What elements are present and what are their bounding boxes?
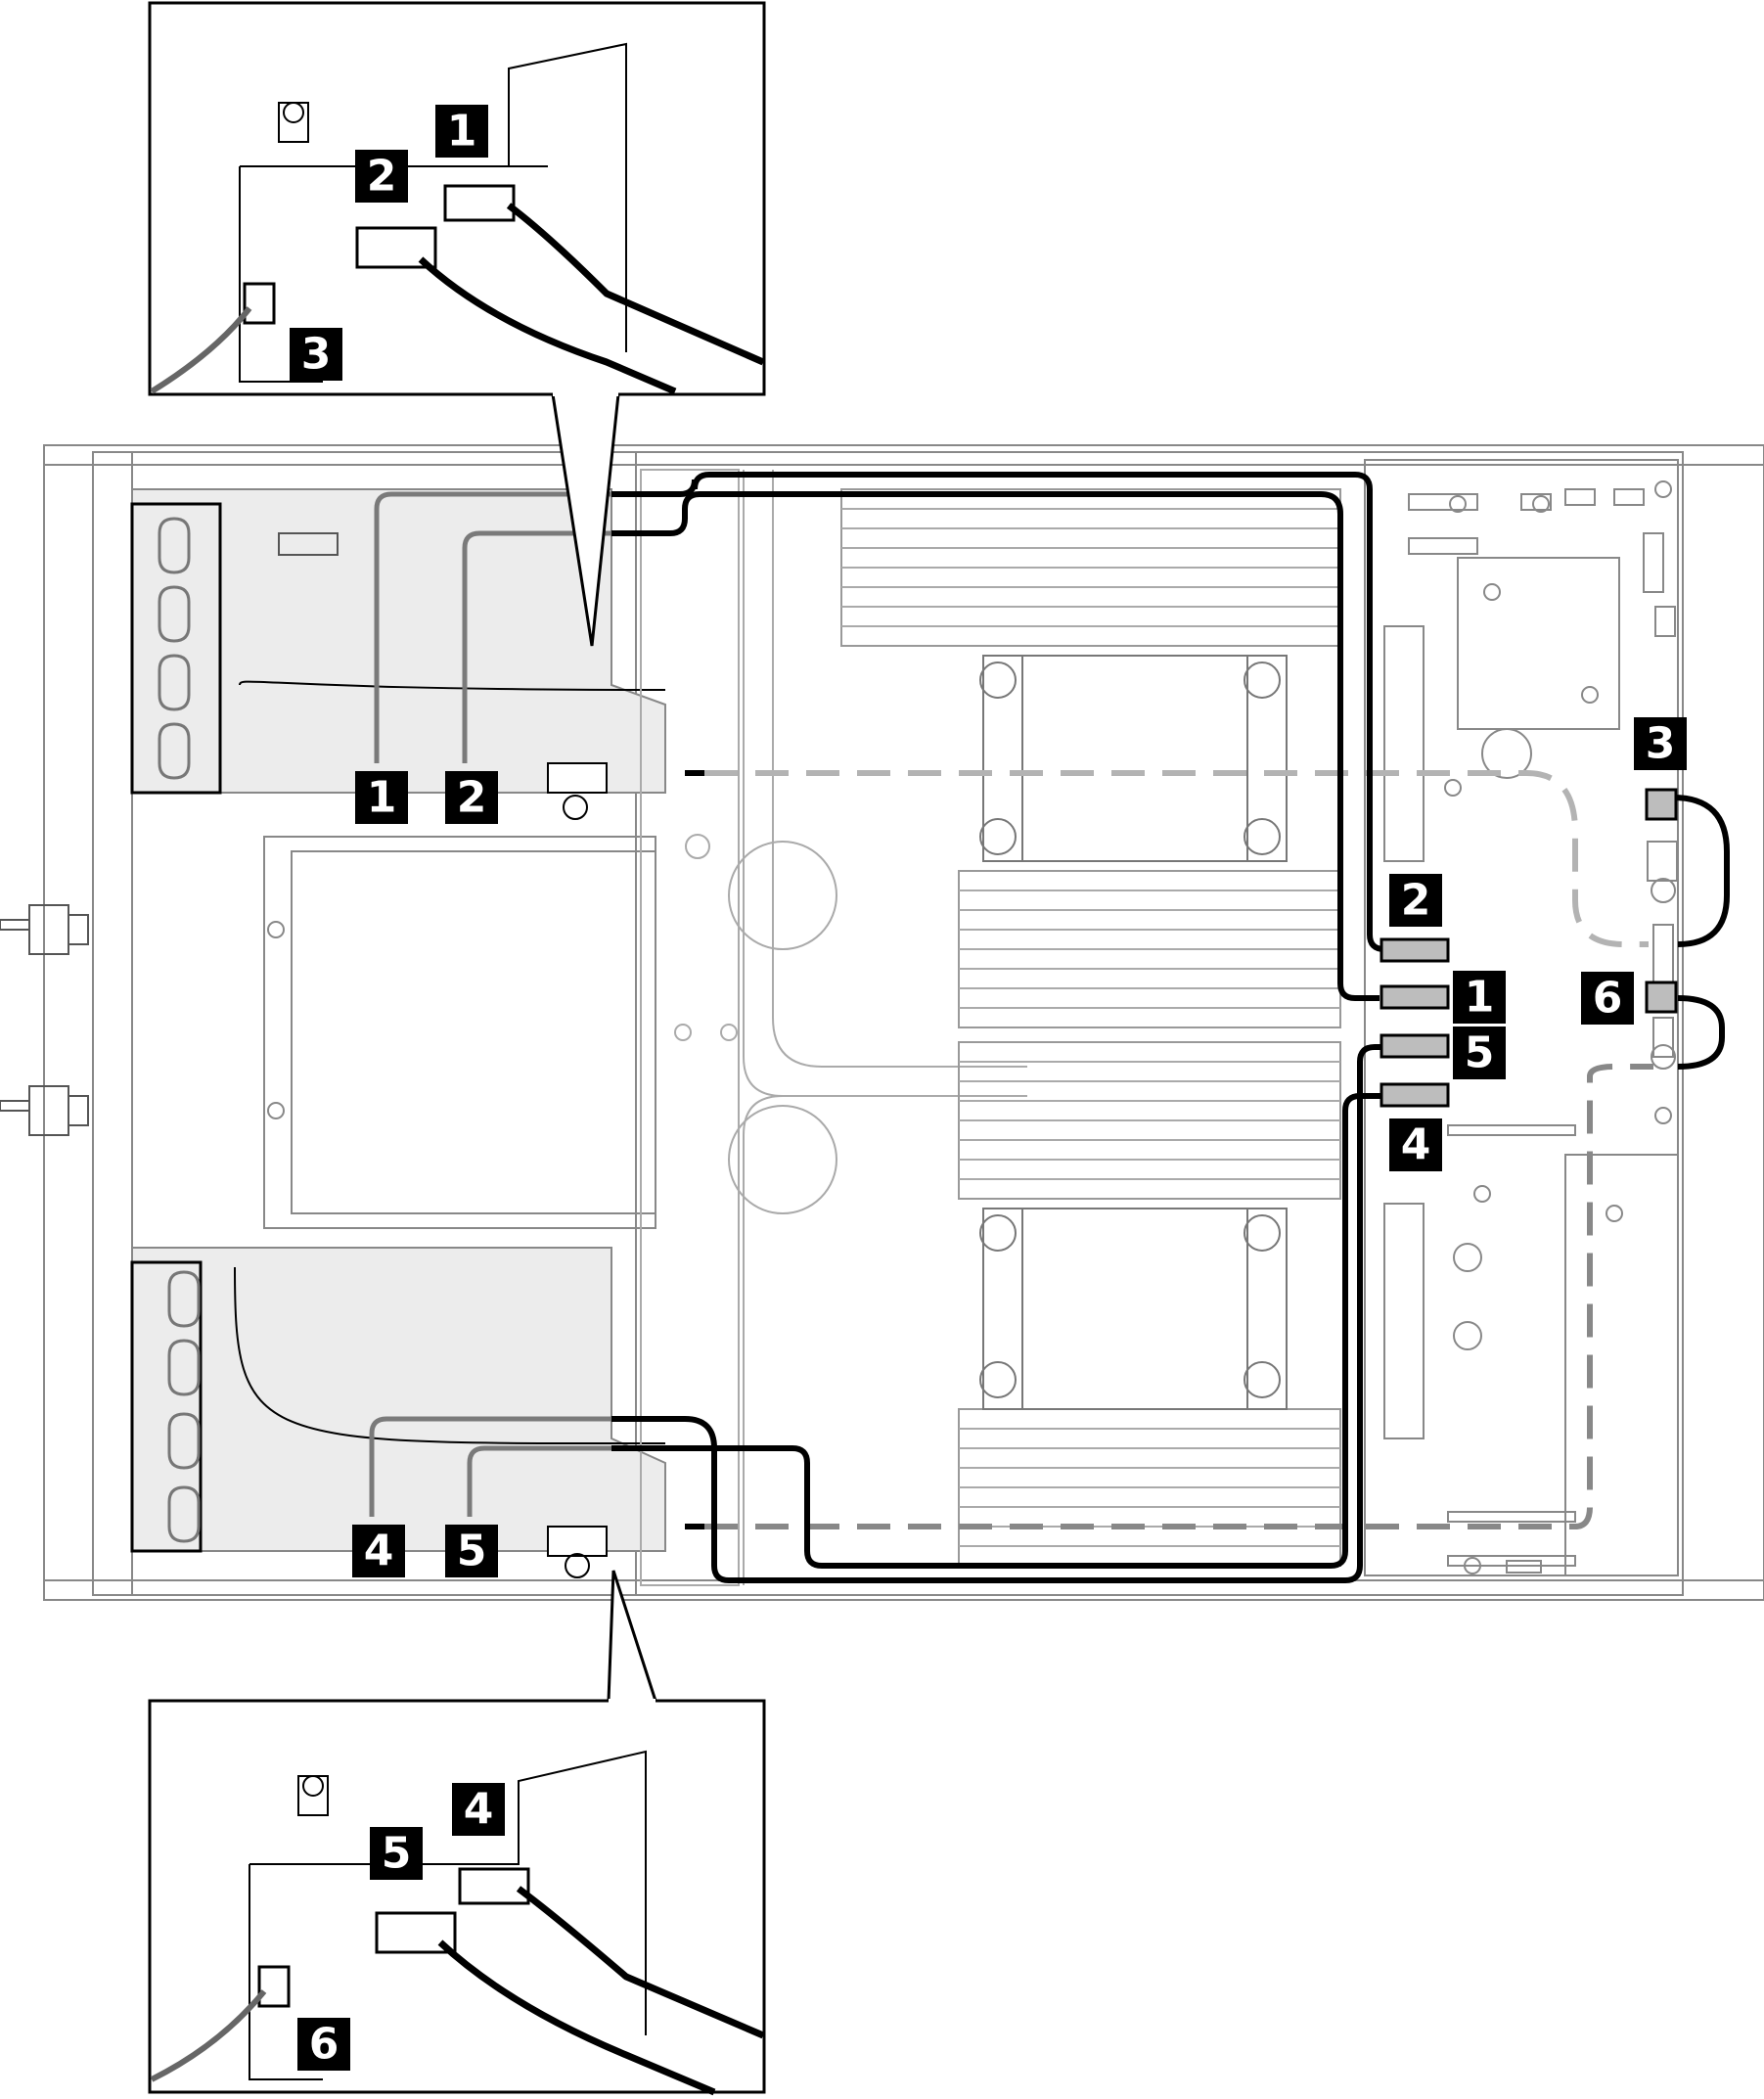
- air-duct: [640, 469, 1027, 1586]
- svg-text:6: 6: [309, 2020, 339, 2070]
- system-board-right: [1364, 459, 1679, 1576]
- svg-text:1: 1: [447, 107, 477, 157]
- svg-text:5: 5: [457, 1527, 487, 1576]
- callout-1-riser1: 1: [355, 771, 408, 824]
- board-connectors: [1380, 788, 1678, 1108]
- svg-text:3: 3: [1646, 719, 1676, 769]
- callout-4-bottom-inset: 4: [452, 1783, 505, 1836]
- riser-2-assembly: [130, 1247, 666, 1578]
- svg-text:6: 6: [1593, 974, 1623, 1024]
- svg-text:1: 1: [1465, 973, 1495, 1023]
- dimm-banks: [840, 488, 1341, 1567]
- callout-4-board: 4: [1389, 1118, 1442, 1171]
- callout-4-riser2: 4: [352, 1525, 405, 1577]
- callout-5-board: 5: [1453, 1027, 1506, 1079]
- sideband-cable-riser2: [704, 1064, 1653, 1529]
- svg-text:4: 4: [464, 1785, 494, 1835]
- callout-6-board: 6: [1581, 972, 1634, 1025]
- rear-ports: [0, 904, 89, 1136]
- grey-cables: [369, 491, 611, 1517]
- svg-text:2: 2: [457, 773, 487, 823]
- black-cables: [611, 472, 1730, 1583]
- svg-text:1: 1: [367, 773, 397, 823]
- svg-text:4: 4: [364, 1527, 394, 1576]
- svg-text:4: 4: [1401, 1120, 1431, 1170]
- callout-6-bottom-inset: 6: [297, 2018, 350, 2071]
- riser-1-assembly: [130, 488, 666, 820]
- svg-text:2: 2: [367, 152, 397, 202]
- callout-5-riser2: 5: [445, 1525, 498, 1577]
- sideband-cable-riser1: [704, 770, 1649, 947]
- callout-3-board: 3: [1634, 717, 1687, 770]
- svg-text:3: 3: [301, 330, 332, 380]
- callout-3-top-inset: 3: [290, 328, 342, 381]
- svg-text:5: 5: [382, 1829, 412, 1879]
- callout-1-top-inset: 1: [435, 105, 488, 158]
- middle-bay: [263, 836, 656, 1229]
- callout-1-board: 1: [1453, 971, 1506, 1024]
- callout-2-top-inset: 2: [355, 150, 408, 203]
- bottom-inset: [148, 1570, 766, 2096]
- top-inset: [148, 1, 766, 647]
- callout-2-board: 2: [1389, 874, 1442, 927]
- svg-text:5: 5: [1465, 1028, 1495, 1078]
- callout-2-riser1: 2: [445, 771, 498, 824]
- svg-text:2: 2: [1401, 876, 1431, 926]
- cpu-1: [979, 655, 1288, 862]
- cpu-2: [979, 1208, 1288, 1410]
- callout-5-bottom-inset: 5: [370, 1827, 423, 1880]
